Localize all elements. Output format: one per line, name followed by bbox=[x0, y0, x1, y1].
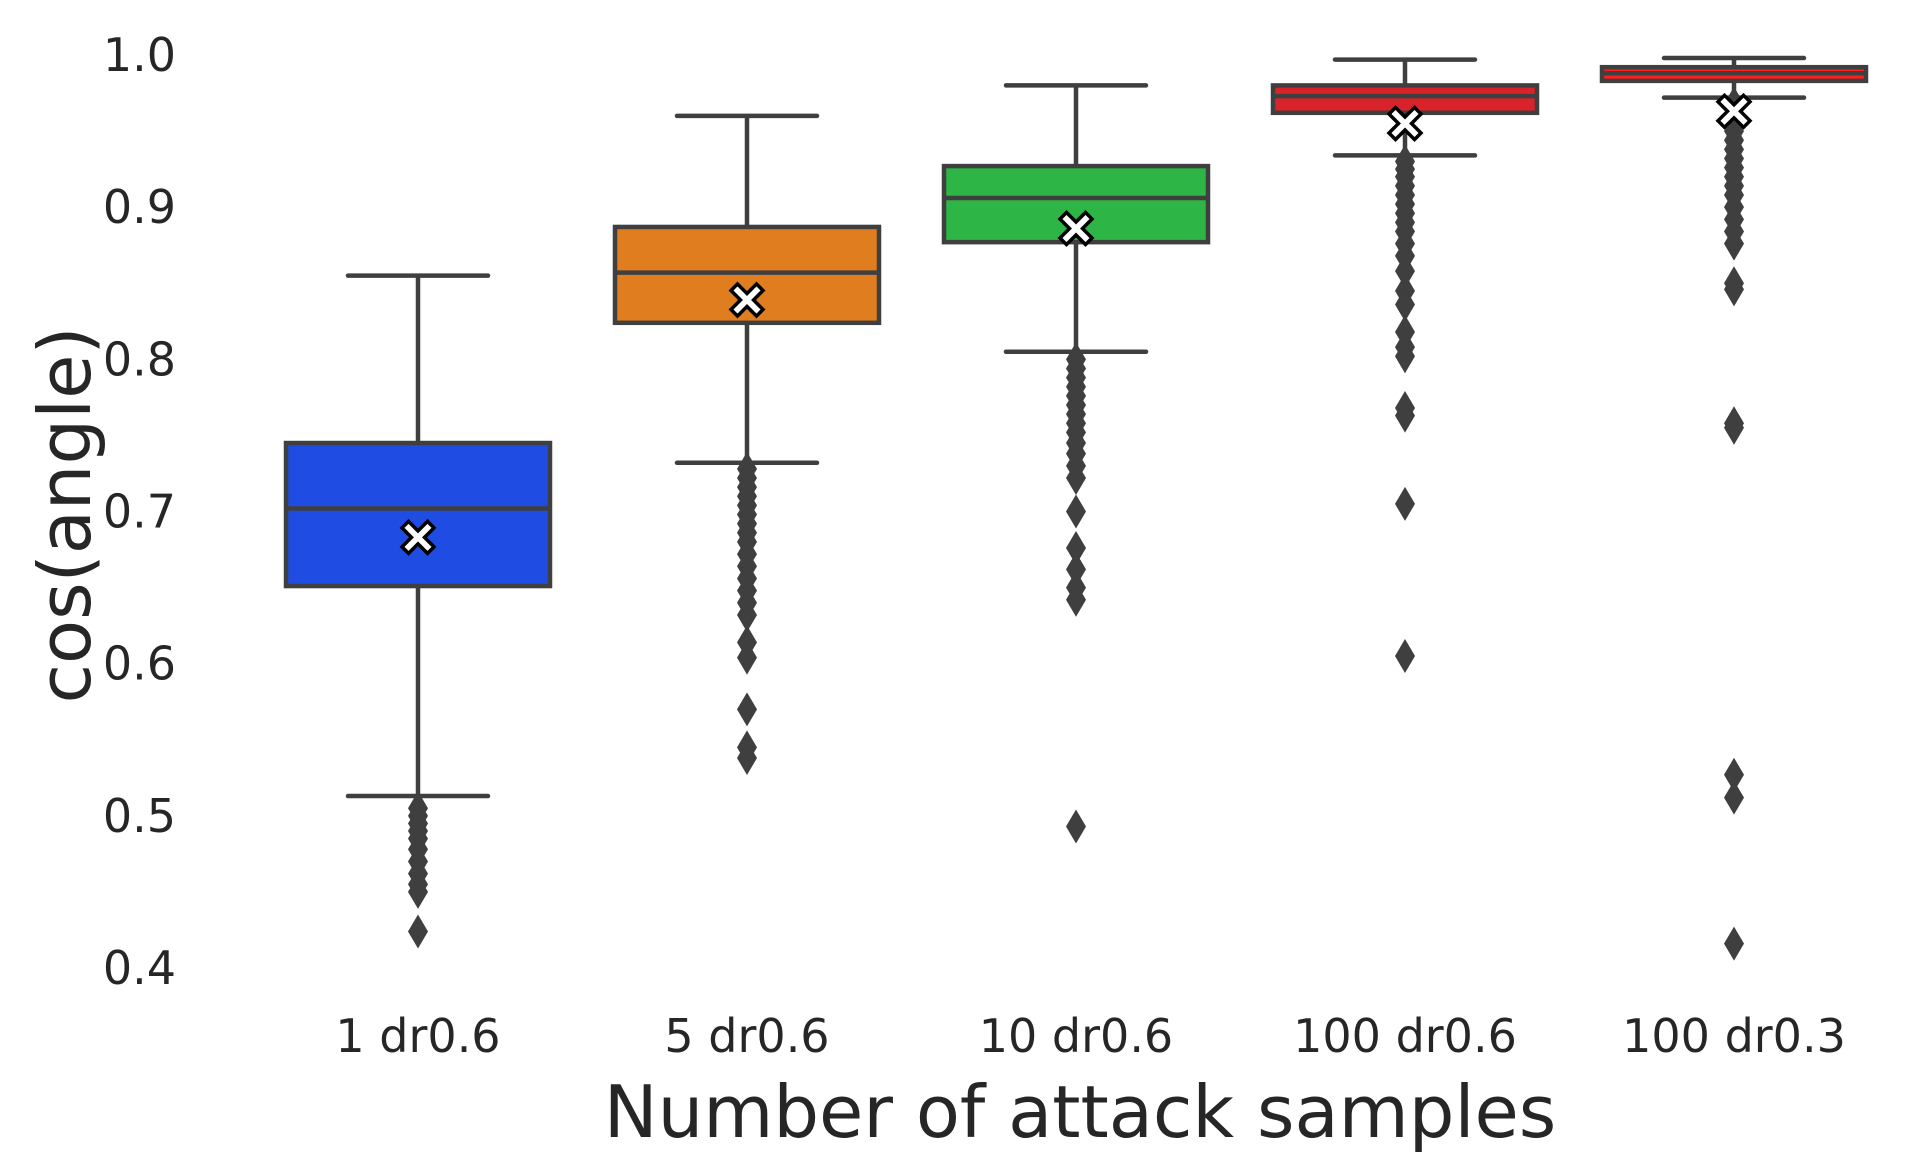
outlier-point bbox=[1724, 780, 1744, 815]
y-tick-label: 0.6 bbox=[103, 637, 176, 691]
box-series bbox=[283, 55, 1869, 961]
box-iqr bbox=[283, 440, 553, 589]
x-tick-label: 1 dr0.6 bbox=[335, 1009, 500, 1063]
y-tick-label: 1.0 bbox=[103, 28, 176, 82]
box-group bbox=[283, 273, 553, 949]
x-tick-label: 5 dr0.6 bbox=[664, 1009, 829, 1063]
outlier-point bbox=[1724, 226, 1744, 261]
outlier-point bbox=[1395, 639, 1415, 674]
outlier-point bbox=[1066, 531, 1086, 566]
outlier-point bbox=[1724, 272, 1744, 307]
y-tick-label: 0.7 bbox=[103, 485, 176, 539]
box-iqr bbox=[1270, 83, 1540, 116]
y-axis-ticks: 0.4 0.5 0.6 0.7 0.8 0.9 1.0 bbox=[103, 28, 176, 995]
outlier-point bbox=[737, 640, 757, 675]
mean-marker bbox=[399, 518, 437, 556]
outlier-point bbox=[1395, 254, 1415, 289]
box-group bbox=[1599, 55, 1869, 961]
y-tick-label: 0.4 bbox=[103, 941, 176, 995]
y-tick-label: 0.9 bbox=[103, 180, 176, 234]
outlier-point bbox=[737, 597, 757, 632]
outlier-point bbox=[1066, 809, 1086, 844]
box-group bbox=[612, 113, 882, 776]
outlier-point bbox=[1066, 582, 1086, 617]
outlier-point bbox=[1066, 552, 1086, 587]
y-axis-label: cos(angle) bbox=[23, 326, 107, 703]
outlier-point bbox=[1395, 339, 1415, 374]
y-tick-label: 0.5 bbox=[103, 789, 176, 843]
x-axis-label: Number of attack samples bbox=[604, 1070, 1557, 1154]
outlier-point bbox=[737, 692, 757, 727]
mean-marker bbox=[1715, 92, 1753, 130]
outlier-point bbox=[1066, 494, 1086, 529]
outlier-point bbox=[1724, 926, 1744, 961]
outlier-point bbox=[1395, 287, 1415, 322]
outlier-point bbox=[1724, 410, 1744, 445]
outlier-point bbox=[1395, 398, 1415, 433]
mean-marker bbox=[1057, 209, 1095, 247]
x-tick-label: 100 dr0.3 bbox=[1622, 1009, 1846, 1063]
outlier-point bbox=[1724, 757, 1744, 792]
box-group bbox=[1270, 57, 1540, 674]
mean-marker bbox=[728, 281, 766, 319]
outlier-point bbox=[408, 874, 428, 909]
mean-marker bbox=[1386, 105, 1424, 142]
x-tick-label: 100 dr0.6 bbox=[1293, 1009, 1517, 1063]
outlier-point bbox=[737, 741, 757, 776]
outlier-point bbox=[408, 914, 428, 949]
outlier-point bbox=[1066, 461, 1086, 496]
x-axis-ticks: 1 dr0.6 5 dr0.6 10 dr0.6 100 dr0.6 100 dr0.3 bbox=[335, 1009, 1845, 1063]
outlier-point bbox=[1395, 486, 1415, 521]
y-tick-label: 0.8 bbox=[103, 332, 176, 386]
x-tick-label: 10 dr0.6 bbox=[979, 1009, 1173, 1063]
box-group bbox=[941, 83, 1211, 844]
